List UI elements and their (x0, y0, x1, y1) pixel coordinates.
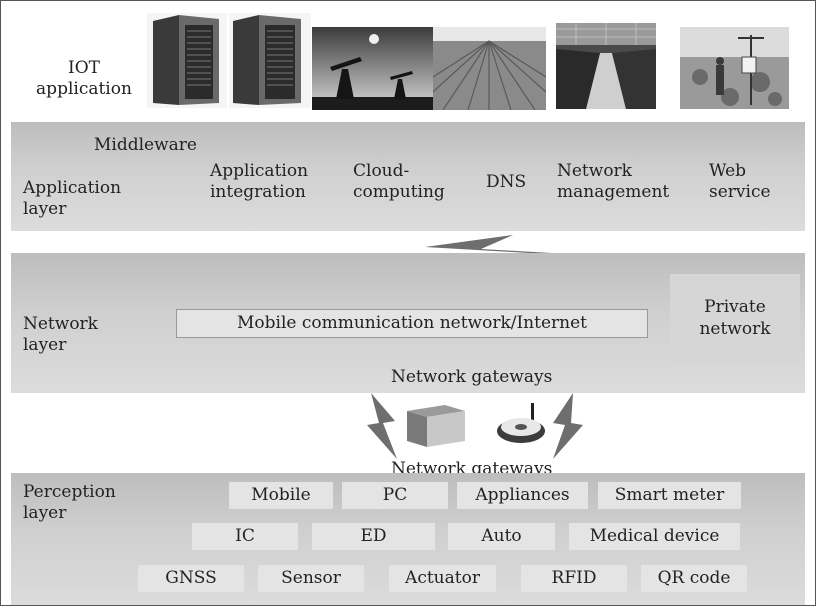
weather-station-image (680, 27, 789, 109)
oil-pump-jack-image (312, 27, 433, 110)
middleware-label: Middleware (94, 135, 197, 155)
server-tower-image (229, 13, 311, 108)
wireless-router-icon (497, 403, 545, 443)
app-item-dns: DNS (486, 172, 527, 192)
lightning-bolt-icon (553, 393, 583, 459)
device-auto: Auto (448, 523, 555, 550)
device-ic: IC (192, 523, 298, 550)
private-network-box: Private network (670, 274, 800, 364)
mobile-internet-box: Mobile communication network/Internet (176, 309, 648, 338)
device-sensor: Sensor (258, 565, 364, 592)
device-gnss: GNSS (138, 565, 244, 592)
device-mobile: Mobile (229, 482, 333, 509)
app-item-web-service: Web service (709, 161, 771, 202)
crop-field-image (433, 27, 546, 110)
device-appliances: Appliances (457, 482, 588, 509)
device-pc: PC (342, 482, 448, 509)
device-ed: ED (312, 523, 435, 550)
gateway-device-icon (407, 405, 465, 447)
app-item-application-integration: Application integration (210, 161, 309, 202)
app-item-network-management: Network management (557, 161, 670, 202)
greenhouse-image (556, 23, 656, 109)
server-tower-image (147, 13, 227, 108)
app-item-cloud-computing: Cloud- computing (353, 161, 445, 202)
device-qr-code: QR code (641, 565, 747, 592)
lightning-bolt-icon (367, 393, 397, 459)
device-smart-meter: Smart meter (598, 482, 741, 509)
application-layer-label: Application layer (23, 178, 122, 219)
iot-application-label: IOT application (36, 58, 132, 99)
device-actuator: Actuator (389, 565, 496, 592)
device-rfid: RFID (521, 565, 627, 592)
device-medical-device: Medical device (569, 523, 740, 550)
network-layer-label: Network layer (23, 314, 98, 355)
network-gateways-top-label: Network gateways (391, 367, 553, 387)
perception-layer-label: Perception layer (23, 482, 116, 523)
application-layer-band (11, 122, 805, 231)
